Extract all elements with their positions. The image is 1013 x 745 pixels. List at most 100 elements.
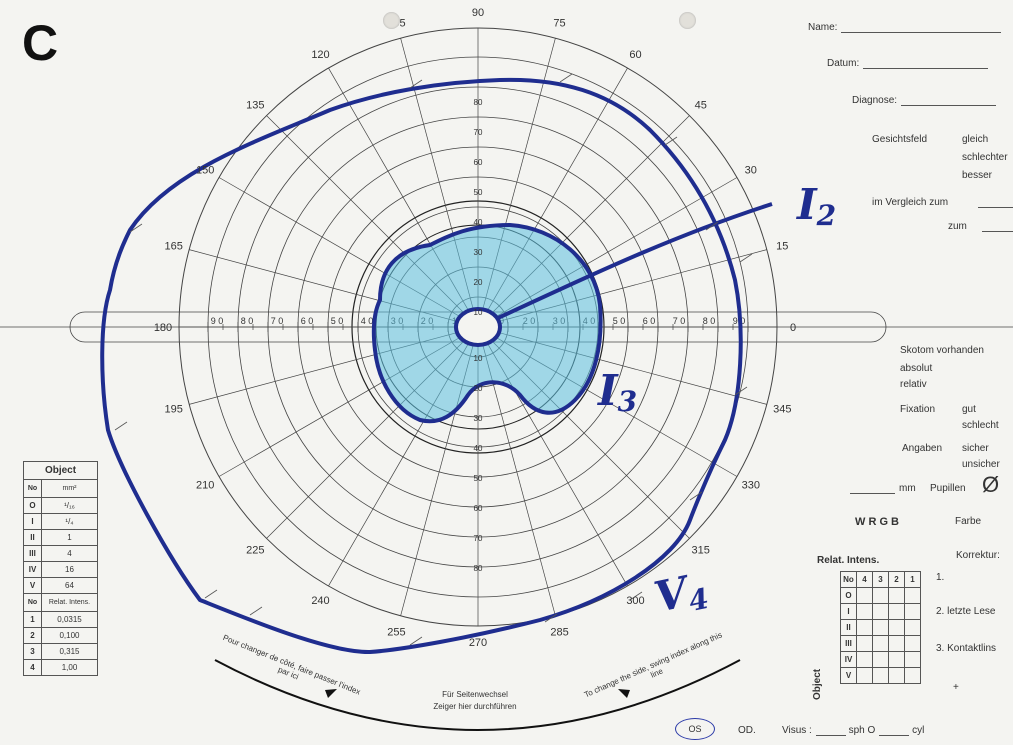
table-row: I bbox=[840, 603, 921, 620]
stimulus-mark bbox=[664, 136, 678, 146]
date-field[interactable]: Datum: bbox=[827, 58, 989, 69]
table-cell: 0,0315 bbox=[41, 611, 98, 628]
scale-label: 6 0 bbox=[643, 316, 656, 326]
option-sicher[interactable]: sicher bbox=[962, 443, 989, 454]
meridian-label: 90 bbox=[472, 7, 484, 19]
table-cell: 1 bbox=[904, 571, 921, 588]
isopters bbox=[100, 73, 773, 655]
color-options[interactable]: W R G B bbox=[855, 516, 899, 528]
table-row: O bbox=[840, 587, 921, 604]
table-cell: 2 bbox=[888, 571, 905, 588]
table-cell: II bbox=[840, 619, 857, 636]
punch-hole bbox=[383, 12, 400, 29]
diagnosis-field[interactable]: Diagnose: bbox=[852, 95, 997, 106]
table-cell[interactable] bbox=[888, 651, 905, 668]
table-cell: I bbox=[23, 513, 42, 530]
table-cell[interactable] bbox=[888, 587, 905, 604]
table-cell[interactable] bbox=[872, 635, 889, 652]
table-cell: O bbox=[23, 497, 42, 514]
comparison-field-2[interactable]: zum bbox=[948, 221, 1013, 232]
option-schlecht[interactable]: schlecht bbox=[962, 420, 999, 431]
stimulus-mark bbox=[114, 421, 128, 431]
option-unsicher[interactable]: unsicher bbox=[962, 459, 1000, 470]
skotom-label: Skotom vorhanden bbox=[900, 345, 984, 356]
table-cell[interactable] bbox=[904, 603, 921, 620]
table-cell: No bbox=[23, 593, 42, 612]
table-cell[interactable] bbox=[888, 603, 905, 620]
table-cell[interactable] bbox=[872, 651, 889, 668]
table-cell[interactable] bbox=[904, 587, 921, 604]
eye-os-marker[interactable]: OS bbox=[675, 718, 715, 740]
scale-label: 7 0 bbox=[271, 316, 284, 326]
table-cell: V bbox=[23, 577, 42, 594]
table-cell: 1,00 bbox=[41, 659, 98, 676]
scale-label: 8 0 bbox=[703, 316, 716, 326]
table-cell[interactable] bbox=[872, 619, 889, 636]
ring-number: 10 bbox=[474, 308, 483, 317]
table-cell: 2 bbox=[23, 627, 42, 644]
table-cell: O bbox=[840, 587, 857, 604]
table-cell[interactable] bbox=[856, 667, 873, 684]
scale-label: 5 0 bbox=[613, 316, 626, 326]
option-gleich[interactable]: gleich bbox=[962, 134, 989, 145]
swing-arc bbox=[214, 659, 741, 731]
table-cell[interactable] bbox=[888, 667, 905, 684]
table-cell: IV bbox=[23, 561, 42, 578]
stimulus-mark bbox=[409, 79, 423, 89]
table-cell[interactable] bbox=[856, 619, 873, 636]
farbe-label: Farbe bbox=[955, 516, 982, 527]
table-cell[interactable] bbox=[856, 603, 873, 620]
visus-field[interactable]: Visus : sph O cyl bbox=[782, 725, 925, 736]
ring-number: 50 bbox=[474, 474, 483, 483]
table-cell: mm² bbox=[41, 479, 98, 498]
stimulus-mark bbox=[689, 491, 703, 501]
stimulus-mark bbox=[129, 223, 143, 233]
table-cell[interactable] bbox=[856, 651, 873, 668]
table-cell[interactable] bbox=[904, 651, 921, 668]
option-gut[interactable]: gut bbox=[962, 404, 976, 415]
option-relativ[interactable]: relativ bbox=[900, 379, 927, 390]
option-absolut[interactable]: absolut bbox=[900, 363, 933, 374]
table-cell[interactable] bbox=[856, 587, 873, 604]
pupillen-label: Pupillen bbox=[930, 483, 966, 494]
ring-number: 30 bbox=[474, 248, 483, 257]
name-field[interactable]: Name: bbox=[808, 22, 1002, 33]
option-besser[interactable]: besser bbox=[962, 170, 993, 181]
od-label[interactable]: OD. bbox=[738, 725, 756, 736]
table-cell[interactable] bbox=[872, 667, 889, 684]
meridian-label: 300 bbox=[626, 595, 644, 607]
meridian-label: 225 bbox=[246, 545, 264, 557]
diameter-icon: Ø bbox=[982, 472, 1000, 497]
ring-number: 60 bbox=[474, 158, 483, 167]
table-cell: I bbox=[840, 603, 857, 620]
ring-number: 70 bbox=[474, 128, 483, 137]
isopter-v4 bbox=[100, 77, 743, 655]
table-cell[interactable] bbox=[872, 603, 889, 620]
table-cell[interactable] bbox=[904, 667, 921, 684]
meridian-label: 195 bbox=[165, 404, 183, 416]
table-cell: IV bbox=[840, 651, 857, 668]
table-cell[interactable] bbox=[888, 619, 905, 636]
meridian-label: 330 bbox=[742, 480, 760, 492]
table-cell[interactable] bbox=[856, 635, 873, 652]
table-cell[interactable] bbox=[904, 619, 921, 636]
option-schlechter[interactable]: schlechter bbox=[962, 152, 1008, 163]
ring-number: 60 bbox=[474, 504, 483, 513]
table-cell[interactable] bbox=[888, 635, 905, 652]
table-cell[interactable] bbox=[904, 635, 921, 652]
angaben-label: Angaben bbox=[902, 443, 943, 454]
stimulus-mark bbox=[204, 589, 218, 599]
arrow-right-icon bbox=[618, 689, 630, 698]
meridian-label: 60 bbox=[629, 49, 641, 61]
fixation-label: Fixation bbox=[900, 404, 936, 415]
pupil-field[interactable]: mm bbox=[850, 483, 916, 494]
table-cell[interactable] bbox=[872, 587, 889, 604]
comparison-field[interactable]: im Vergleich zum bbox=[872, 197, 1013, 208]
meridian-label: 255 bbox=[387, 626, 405, 638]
